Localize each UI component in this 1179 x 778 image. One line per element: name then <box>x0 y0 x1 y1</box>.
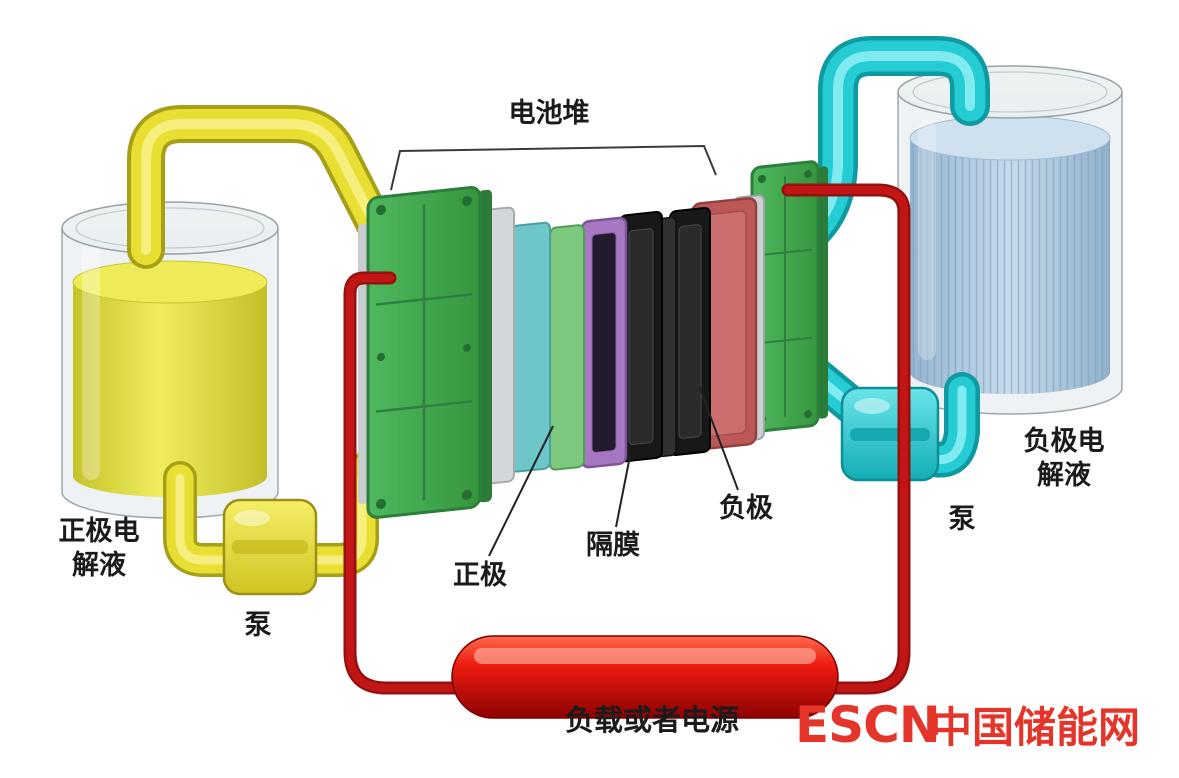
negative-electrolyte-tank <box>897 65 1123 415</box>
membrane-frame-1 <box>619 211 663 463</box>
negative-pump <box>840 386 940 482</box>
capsule-highlight <box>474 648 816 664</box>
load-label: 负载或者电源 <box>565 703 739 737</box>
positive-liquid-surface <box>72 260 268 304</box>
pump-highlight <box>234 510 270 526</box>
end-plate-front <box>358 186 492 519</box>
pump-band <box>850 428 930 441</box>
negative-liquid-surface <box>909 115 1111 161</box>
purple-frame-plate <box>580 216 628 469</box>
teal-plate <box>511 221 551 473</box>
positive-electrolyte-tank <box>61 201 279 519</box>
positive-electrode-label: 正极 <box>453 560 507 591</box>
battery-stack <box>358 160 828 519</box>
tank-rim-inner <box>75 207 265 249</box>
membrane-label: 隔膜 <box>586 530 640 561</box>
glass-highlight <box>918 120 936 360</box>
glass-highlight <box>82 245 100 480</box>
watermark-site-name: 中国储能网 <box>930 703 1140 752</box>
load-capsule <box>451 635 839 719</box>
tank-rim-inner <box>912 71 1108 113</box>
positive-pump <box>222 498 318 596</box>
stack-title-label: 电池堆 <box>509 98 590 129</box>
pump-band <box>232 540 308 554</box>
positive-electrode-plate <box>549 224 585 471</box>
stack-bracket <box>390 144 717 191</box>
negative-electrolyte-label-line1: 负极电 <box>1024 426 1105 457</box>
negative-electrode-label: 负极 <box>719 493 773 524</box>
negative-liquid-texture <box>910 138 1110 394</box>
watermark-brand: ESCN <box>795 696 940 754</box>
positive-electrolyte-label-line2: 解液 <box>72 550 126 581</box>
negative-electrolyte-label-line2: 解液 <box>1037 460 1091 491</box>
membrane-pointer <box>615 455 631 528</box>
positive-electrode-pointer <box>488 425 554 557</box>
positive-electrolyte-label-line1: 正极电 <box>59 516 140 547</box>
right-pump-label: 泵 <box>949 504 976 535</box>
positive-electrolyte-liquid <box>73 282 267 497</box>
left-pump-label: 泵 <box>245 610 272 641</box>
pump-highlight <box>854 398 890 414</box>
watermark: ESCN 中国储能网 <box>795 696 1140 754</box>
end-plate-back <box>750 160 828 433</box>
positive-pipe-top <box>127 105 411 277</box>
tank-glass-rim <box>61 201 279 255</box>
negative-electrode-pointer <box>698 385 739 491</box>
